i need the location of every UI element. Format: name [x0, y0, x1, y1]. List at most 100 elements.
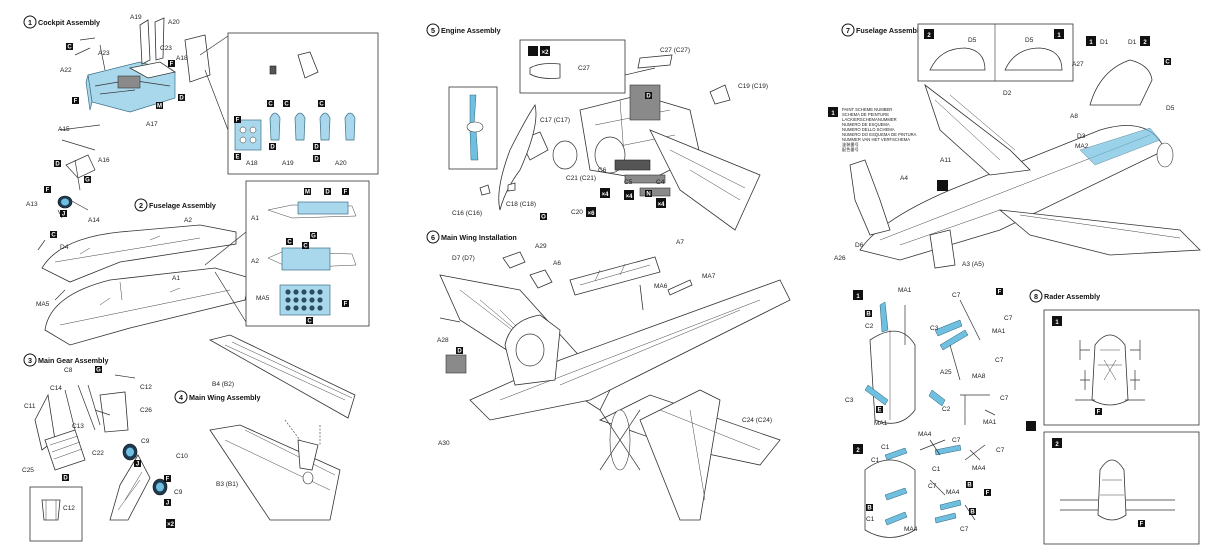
- svg-text:2: 2: [856, 448, 860, 454]
- step-number: 3: [28, 356, 32, 365]
- radar-view-1: 1 F: [1043, 309, 1200, 426]
- part-label: D3: [1077, 133, 1086, 140]
- svg-text:2: 2: [1055, 442, 1059, 448]
- step-number: 8: [1034, 292, 1038, 301]
- part-label: A8: [1070, 113, 1078, 120]
- part-label: A27: [1072, 61, 1084, 68]
- part-label: D1: [1100, 39, 1109, 46]
- part-label: C3: [930, 325, 939, 332]
- part-label: F: [344, 302, 348, 308]
- part-label: F: [998, 290, 1002, 296]
- step-title: Main Gear Assembly: [38, 356, 108, 365]
- part-label: A1: [251, 215, 259, 222]
- part-label: C17 (C17): [540, 117, 570, 124]
- part-label: C26: [140, 407, 152, 414]
- svg-text:1: 1: [856, 294, 860, 300]
- part-label: A28: [437, 337, 449, 344]
- part-label: D4: [60, 244, 69, 251]
- part-label: C1: [871, 457, 880, 464]
- part-label: A20: [168, 19, 180, 26]
- part-label: F: [46, 188, 50, 194]
- step-5-engine-assembly: 5 Engine Assembly ×2 C27 C27 (C27) C19 (…: [426, 23, 768, 231]
- part-label: C22: [92, 450, 104, 457]
- part-label: C2: [865, 323, 874, 330]
- quantity-text: ×6: [588, 211, 596, 217]
- part-label: J: [166, 501, 169, 507]
- note-line: 配色番号: [842, 146, 859, 153]
- part-label: J: [136, 462, 139, 468]
- quantity-text: ×2: [542, 50, 550, 56]
- radar-view-2: 2 F: [1043, 431, 1200, 545]
- part-label: C9: [174, 489, 183, 496]
- note-line: SCHEMA DE PEINTURE: [842, 112, 889, 117]
- part-label: C: [268, 102, 273, 108]
- part-label: D: [325, 190, 330, 196]
- part-label: A6: [553, 260, 561, 267]
- quantity-text: ×4: [602, 192, 610, 198]
- part-label: MA4: [918, 431, 932, 438]
- part-label: D5: [1025, 37, 1034, 44]
- part-label: C: [307, 319, 312, 325]
- step-number: 6: [431, 233, 435, 242]
- step-3-main-gear-assembly: 3 Main Gear Assembly C8 G C12 C14 C11 C2…: [22, 353, 188, 542]
- part-label: A3 (A5): [962, 261, 984, 268]
- svg-text:2: 2: [927, 33, 931, 39]
- part-label: A30: [438, 440, 450, 447]
- note-line: LACKIERSCHEMANUMMER: [842, 117, 897, 122]
- part-label: F: [344, 190, 348, 196]
- part-label: D1: [1128, 39, 1137, 46]
- part-label: C19 (C19): [738, 83, 768, 90]
- svg-text:1: 1: [831, 111, 835, 117]
- part-label: D: [179, 96, 184, 102]
- svg-text:1: 1: [1055, 320, 1059, 326]
- step-number: 5: [431, 26, 435, 35]
- part-label: A19: [282, 160, 294, 167]
- part-label: A18: [246, 160, 258, 167]
- part-label: C7: [995, 357, 1004, 364]
- part-label: MA5: [256, 295, 270, 302]
- part-label: C3: [845, 397, 854, 404]
- part-label: C12: [63, 505, 75, 512]
- part-label: C27 (C27): [660, 47, 690, 54]
- part-label: D5: [1166, 105, 1175, 112]
- step-2-fuselage-assembly: 2 Fuselage Assembly A2 C D4 A1 MA5 M D F…: [36, 180, 370, 346]
- note-line: NUMERO DELLO SCHEMA: [842, 127, 895, 132]
- antenna-assembly-detail: 1 MA1 C7 F B C2 C7 C3 MA1 C7 C3 A25 MA8 …: [845, 287, 1013, 538]
- part-label: C23: [160, 45, 172, 52]
- sub-badge: [66, 43, 73, 50]
- part-label: C14: [50, 385, 62, 392]
- part-label: B: [967, 483, 972, 489]
- step-number: 1: [28, 18, 32, 27]
- part-label: A17: [146, 121, 158, 128]
- quantity-text: ×4: [658, 202, 666, 208]
- part-label: MA8: [972, 373, 986, 380]
- canopy-part: 1 D1 D1 2 C A27: [1072, 36, 1171, 106]
- part-label: F: [166, 477, 170, 483]
- step-number: 7: [846, 26, 850, 35]
- note-line: 塗装番号: [842, 141, 859, 148]
- part-label: C20: [571, 209, 583, 216]
- part-label: A14: [88, 217, 100, 224]
- part-label: A19: [130, 14, 142, 21]
- cockpit-labels: A19 A20 C A23 A22 A18 C23 F F M D A17 A1…: [26, 14, 188, 224]
- part-label: N: [646, 192, 650, 198]
- part-label: C7: [928, 483, 937, 490]
- step-title: Rader Assembly: [1044, 292, 1100, 301]
- aircraft-main-view: D2 A8 D5 D3 MA2 A11 A4 D6 A26 A3 (A5): [834, 83, 1201, 269]
- paint-scheme-icon: [937, 180, 948, 191]
- cockpit-tub-part: [57, 17, 211, 219]
- part-label: MA1: [983, 419, 997, 426]
- part-label: MA5: [36, 301, 50, 308]
- part-label: C7: [952, 292, 961, 299]
- part-label: C12: [140, 384, 152, 391]
- part-label: E: [877, 408, 881, 414]
- step-8-rader-assembly: 8 Rader Assembly 1 F 2 F: [1026, 289, 1200, 545]
- part-label: D: [55, 162, 60, 168]
- part-label: C: [287, 240, 292, 246]
- note-line: NUMERO DO ESQUEMA DE PINTURA: [842, 132, 917, 137]
- part-label: D2: [1003, 90, 1012, 97]
- part-label: J: [62, 212, 65, 218]
- part-label: A11: [940, 157, 951, 164]
- part-label: C27: [578, 65, 590, 72]
